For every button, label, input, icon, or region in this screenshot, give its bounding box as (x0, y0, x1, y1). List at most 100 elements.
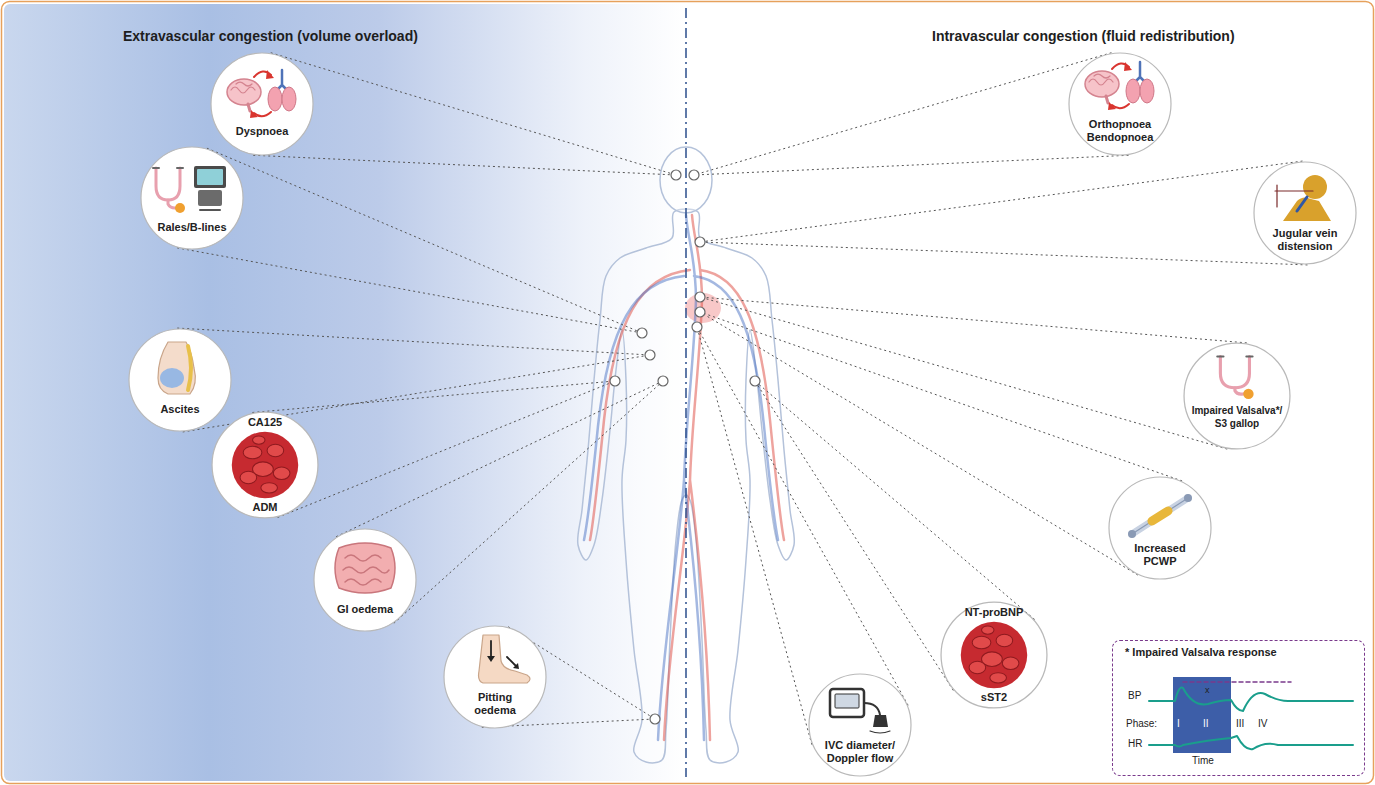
stethoscope-tube (1220, 357, 1249, 388)
sign-icon (1128, 494, 1192, 538)
ultrasound-wave (870, 731, 890, 733)
stethoscope-tube (1235, 388, 1243, 394)
sign-icon (1275, 175, 1331, 221)
sign-icon (153, 166, 226, 213)
red-cell (972, 636, 991, 648)
circle-outline (809, 674, 911, 776)
circle-label: Jugular vein distension (1267, 227, 1343, 253)
circle-outline (141, 147, 243, 249)
sign-circle: Pitting oedema (443, 625, 547, 729)
sign-icon (335, 543, 395, 593)
chest-piece (1243, 389, 1253, 399)
chart-label: IV (1258, 718, 1267, 730)
body-marker (658, 376, 668, 386)
body-marker (689, 170, 699, 180)
leader-line (755, 381, 1035, 690)
label-holder: IV (1258, 718, 1267, 730)
arrow-head (513, 663, 519, 669)
sign-circle: Rales/B-lines (140, 146, 244, 250)
body-marker (692, 322, 702, 332)
arrow-head (1108, 102, 1116, 110)
valsalva-chart (1113, 641, 1366, 777)
normal-overshoot-line (1183, 681, 1291, 683)
sign-icon (227, 70, 296, 118)
circle-outline (314, 529, 416, 631)
leader-line (177, 148, 642, 333)
sign-circle: IVC diameter/ Doppler flow (808, 673, 912, 777)
sign-circle: Jugular vein distension (1253, 161, 1357, 265)
body-marker (610, 376, 620, 386)
stethoscope-tube (156, 168, 180, 200)
stethoscope-ear (1217, 355, 1252, 357)
circle-label: Orthopnoea Bendopnoea (1082, 118, 1158, 144)
blood-sample (961, 622, 1027, 688)
circle-illustration (210, 52, 314, 156)
circle-label: Dyspnoea (222, 125, 302, 138)
sign-icon (158, 342, 195, 394)
ultrasound-base (200, 209, 220, 211)
body-marker (671, 170, 681, 180)
ultrasound-display (835, 694, 859, 708)
sign-icon (479, 635, 531, 683)
leader-line (700, 297, 1247, 449)
circle-label: Rales/B-lines (149, 221, 235, 234)
sign-circle: GI oedema (313, 528, 417, 632)
body-marker (695, 307, 705, 317)
circle-label: Increased PCWP (1122, 542, 1198, 568)
circle-outline (1254, 162, 1356, 264)
lung-icon (1126, 79, 1140, 103)
circle-label: Impaired Valsalva*/ S3 gallop (1187, 404, 1287, 430)
circle-label: Pitting oedema (457, 691, 533, 717)
panel-band: Extravascular congestion (volume overloa… (0, 0, 686, 785)
ascitic-fluid (160, 368, 184, 388)
panel-divider (685, 8, 687, 777)
leader-line (177, 328, 650, 432)
sign-circle: Orthopnoea Bendopnoea (1068, 52, 1172, 156)
circle-outline (211, 53, 313, 155)
body-marker (695, 292, 705, 302)
sign-circle: NT-proBNPsST2 (940, 601, 1048, 709)
ultrasound-body (198, 190, 222, 206)
inset-box: * Impaired Valsalva response (1112, 640, 1365, 776)
body-marker (645, 350, 655, 360)
chart-label: II (1203, 718, 1209, 730)
circle-outline (1109, 477, 1211, 579)
foot-icon (479, 635, 531, 683)
vein (584, 215, 778, 740)
circle-label: CA125 (248, 416, 282, 429)
chart-label: BP (1128, 690, 1141, 702)
label-holder: I (1177, 718, 1180, 730)
leader-line (694, 53, 1129, 175)
chart-label: x (1205, 684, 1210, 696)
circle-illustration (1183, 342, 1291, 450)
label-holder: HR (1128, 738, 1142, 750)
inset-title: * Impaired Valsalva response (1125, 646, 1352, 659)
label-holder: x (1205, 684, 1210, 696)
circle-illustration (128, 328, 232, 432)
arrow-head (1124, 62, 1132, 71)
red-cell (267, 444, 284, 456)
catheter-outline (1132, 498, 1188, 534)
sign-icon (1217, 357, 1253, 400)
head-silhouette (1303, 175, 1327, 199)
brain-icon (1085, 71, 1119, 97)
circle-label: GI oedema (325, 603, 405, 616)
label-holder: Phase: (1126, 718, 1157, 730)
chart-label: HR (1128, 738, 1142, 750)
catheter-end (1128, 530, 1136, 538)
hr-curve (1149, 736, 1353, 749)
sign-icon (830, 689, 890, 733)
sign-circle: Ascites (128, 328, 232, 432)
bp-curve (1149, 688, 1353, 711)
brain-stem (1106, 96, 1108, 103)
chest-piece (175, 203, 185, 213)
circle-outline (1184, 343, 1290, 449)
circle-illustration (313, 528, 417, 632)
arrow-head (266, 70, 274, 79)
ultrasound-screen (194, 166, 226, 188)
label-holder: Time (1192, 755, 1214, 767)
sign-icon (961, 622, 1027, 688)
circle-label: sST2 (981, 691, 1007, 704)
